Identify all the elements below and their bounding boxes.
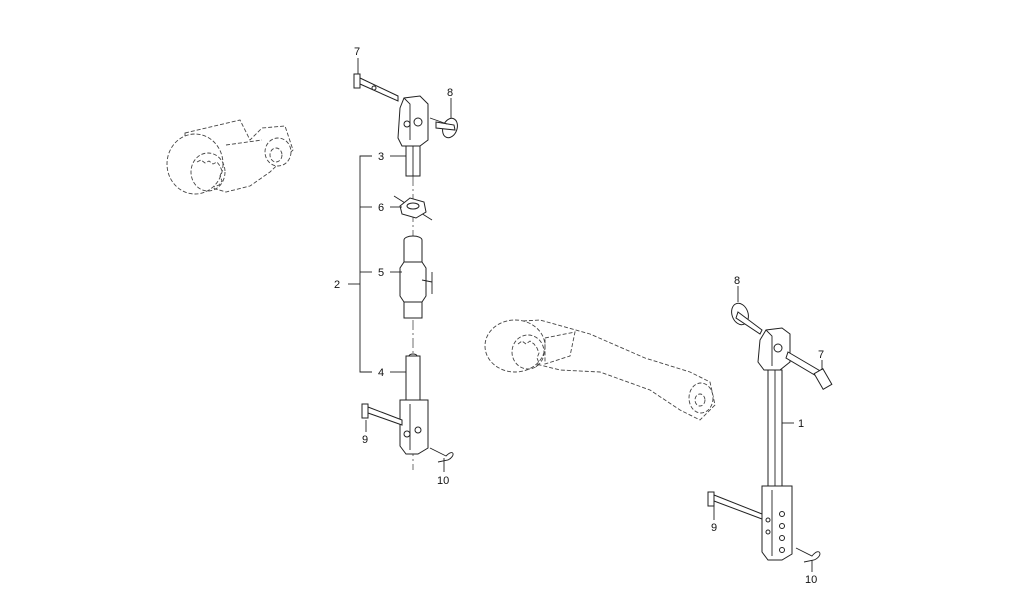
linch-pin-8-upper	[429, 117, 458, 139]
callout-10-right: 10	[805, 574, 817, 586]
cross-nut-part-6	[393, 195, 433, 221]
callout-3: 3	[378, 151, 384, 163]
ghost-lift-arm-large	[484, 319, 716, 421]
callout-8-right: 8	[734, 275, 740, 287]
lift-rod-part-1	[757, 327, 793, 561]
callout-labels: 1 2 3 6 5 4 7 8 9 10 8 7 9 10	[334, 46, 824, 586]
callout-7-upper: 7	[354, 46, 360, 58]
linch-pin-8-right	[731, 302, 763, 335]
assembly-bracket-part-2	[348, 155, 372, 373]
callout-6: 6	[378, 202, 384, 214]
upper-clevis-part-3	[397, 95, 429, 177]
callout-8-upper: 8	[447, 87, 453, 99]
clevis-pin-9-right	[707, 491, 763, 520]
leader-lines	[357, 58, 823, 572]
callout-5: 5	[378, 267, 384, 279]
clevis-pin-7-upper	[353, 73, 399, 102]
r-clip-10-right	[795, 547, 821, 563]
callout-7-right: 7	[818, 349, 824, 361]
clevis-pin-7-right	[785, 351, 833, 390]
callout-9-left: 9	[362, 434, 368, 446]
r-clip-10-left	[429, 447, 454, 463]
callout-2: 2	[334, 279, 340, 291]
ghost-lift-arm-small	[166, 119, 294, 195]
callout-1: 1	[798, 418, 804, 430]
turnbuckle-part-5	[399, 235, 433, 319]
clevis-pin-9-left	[361, 403, 403, 426]
lower-clevis-part-4	[399, 353, 429, 455]
callout-4: 4	[378, 367, 384, 379]
callout-9-right: 9	[711, 522, 717, 534]
callout-10-left: 10	[437, 475, 449, 487]
